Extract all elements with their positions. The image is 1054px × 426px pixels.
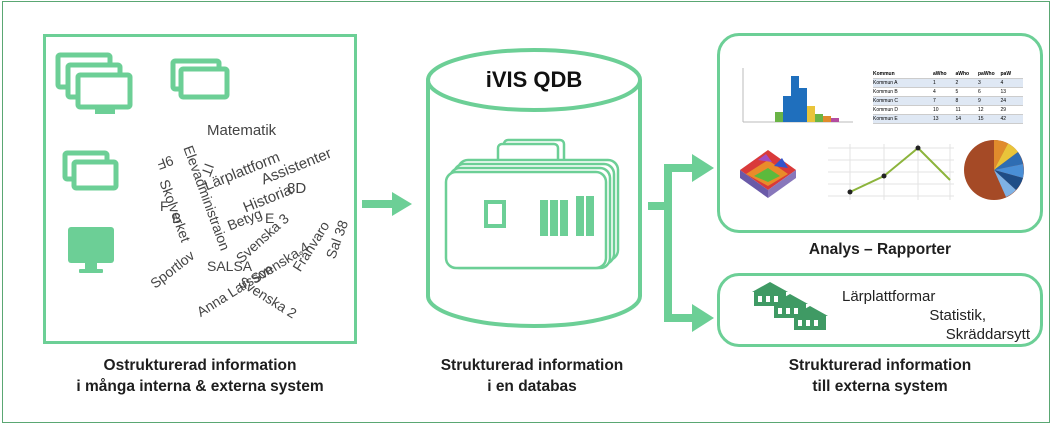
word-salsa: SALSA [207, 258, 253, 274]
mini-table-cell: 42 [1000, 116, 1007, 122]
mini-table-cell: Kommun A [873, 80, 898, 86]
word-f: F [160, 198, 169, 214]
mini-table-cell: 24 [1000, 98, 1007, 104]
middle-caption: Strukturerad information i en databas [440, 357, 624, 395]
mini-pie-chart [964, 140, 1024, 200]
mini-table-cell: 13 [933, 116, 939, 122]
mini-table-header: Kommun aWho aWho paWho paW [873, 70, 1023, 79]
mini-table-row: Kommun B 4 5 6 13 [873, 88, 1023, 97]
mini-line-chart [828, 144, 954, 200]
mini-bar-chart [742, 68, 853, 123]
right-caption: Strukturerad information till externa sy… [788, 357, 972, 395]
server-stack-icon [444, 138, 620, 270]
mini-table-cell: Kommun B [873, 89, 898, 95]
database-title: iVIS QDB [485, 67, 583, 92]
external-line-1: Lärplattformar [842, 288, 936, 305]
mini-table-cell: Kommun [873, 71, 895, 77]
analysis-panel [717, 33, 1043, 233]
mini-table-cell: 4 [1000, 80, 1004, 86]
arrow-to-database [362, 192, 412, 216]
word-b: B [172, 210, 182, 226]
mini-table-cell: 6 [978, 89, 981, 95]
mini-table-row: Kommun D 10 11 12 29 [873, 106, 1023, 115]
mini-table-cell: aWho [955, 71, 970, 77]
mini-table-cell: 3 [978, 80, 981, 86]
monitor-stack-small-icon [62, 150, 119, 191]
mini-table-cell: 12 [978, 107, 984, 113]
mini-table-cell: 4 [933, 89, 936, 95]
analysis-caption: Analys – Rapporter [808, 241, 952, 258]
mini-table-cell: 9 [978, 98, 981, 104]
mini-table-row: Kommun C 7 8 9 24 [873, 97, 1023, 106]
mini-table-cell: 29 [1000, 107, 1007, 113]
mini-table-cell: 14 [955, 116, 962, 122]
mini-table-cell: 11 [955, 107, 961, 113]
mini-table-cell: 5 [955, 89, 959, 95]
left-caption: Ostrukturerad information i många intern… [76, 357, 324, 395]
building-stack-icon [752, 282, 828, 330]
external-systems-text: Lärplattformar Statistik, Skräddarsytt [836, 287, 1032, 344]
word-e: E [265, 210, 275, 226]
mini-table-row: Kommun E 13 14 15 42 [873, 115, 1023, 124]
mini-table-row: Kommun A 1 2 3 4 [873, 79, 1023, 88]
mini-table-cell: 7 [933, 98, 936, 104]
external-line-3: Skräddarsytt [945, 326, 1030, 343]
word-matematik: Matematik [207, 122, 277, 139]
mini-table-cell: 1 [933, 80, 936, 86]
mini-table-cell: 10 [933, 107, 939, 113]
mini-table-cell: Kommun E [873, 116, 898, 122]
mini-table-cell: 13 [1000, 89, 1007, 95]
mini-table-cell: Kommun C [873, 98, 899, 104]
mini-table-cell: aWho [933, 71, 947, 77]
monitor-stack-icon [55, 52, 133, 114]
monitor-icon [170, 58, 230, 100]
single-monitor-icon [68, 227, 114, 273]
mini-table-cell: Kommun D [873, 107, 899, 113]
word-8d: 8D [287, 180, 307, 197]
external-line-2: Statistik, [929, 307, 986, 324]
mini-table-cell: paWho [978, 71, 995, 77]
surface-plot [740, 150, 796, 198]
mini-table-cell: 2 [955, 80, 959, 86]
mini-table-cell: 15 [978, 116, 984, 122]
mini-table-cell: 8 [955, 98, 959, 104]
mini-table-cell: paW [1000, 71, 1012, 77]
branch-arrows [648, 154, 714, 332]
